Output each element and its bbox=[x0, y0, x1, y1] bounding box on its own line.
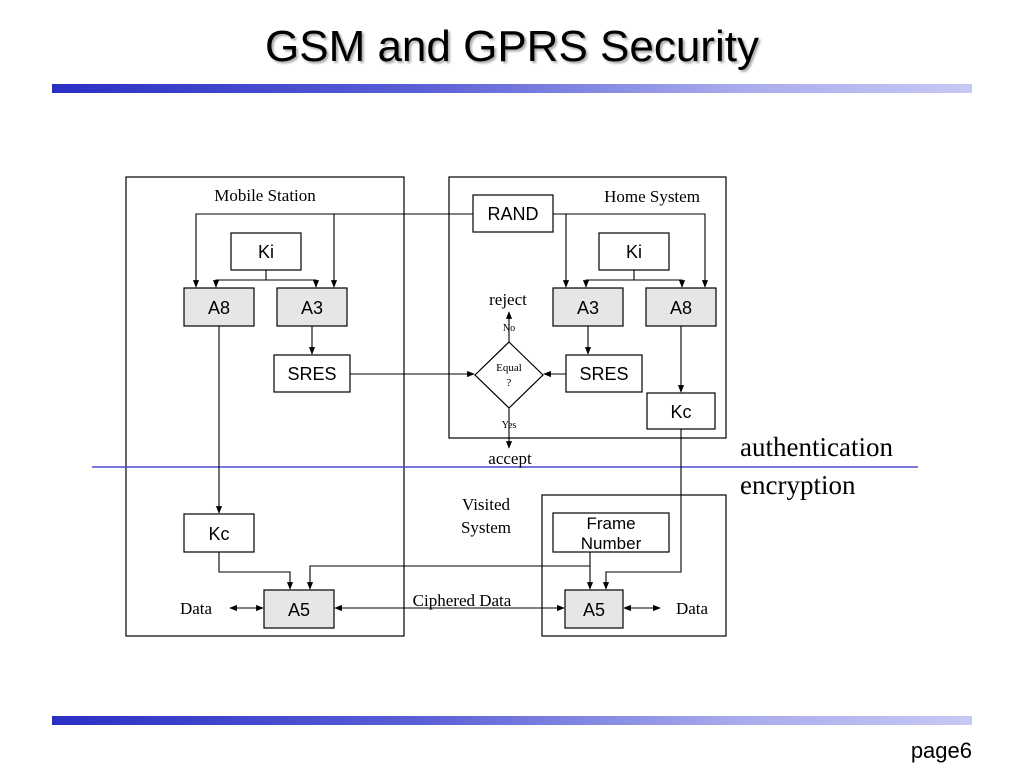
mobile-station-frame bbox=[125, 176, 405, 637]
hs-a8-box bbox=[645, 287, 717, 327]
page-number: page6 bbox=[910, 738, 972, 763]
frame-number-to-ms-a5 bbox=[306, 552, 591, 590]
hs-a3-box bbox=[552, 287, 624, 327]
hs-kc-box bbox=[646, 392, 716, 430]
vs-a5-label: A5 bbox=[583, 600, 605, 620]
ms-a5-box bbox=[263, 589, 335, 629]
rand-label: RAND bbox=[487, 204, 538, 224]
equal-label-2: ? bbox=[507, 377, 512, 389]
equal-label-1: Equal bbox=[496, 362, 522, 374]
vs-a5-box bbox=[564, 589, 624, 629]
ms-a3-label: A3 bbox=[301, 298, 323, 318]
encryption-label: encryption bbox=[740, 470, 856, 500]
hs-ki-box bbox=[598, 232, 670, 271]
hs-ki-label: Ki bbox=[626, 242, 642, 262]
ms-sres-label: SRES bbox=[287, 364, 336, 384]
ms-ki-to-a8 bbox=[212, 270, 267, 288]
hs-kc-to-vs-a5 bbox=[602, 429, 682, 590]
mobile-station-label: Mobile Station bbox=[214, 186, 316, 205]
ms-a8-label: A8 bbox=[208, 298, 230, 318]
hs-sres-box bbox=[565, 354, 643, 393]
ms-data-label: Data bbox=[180, 599, 213, 618]
frame-number-label-1: Frame bbox=[586, 514, 635, 533]
visited-system-label-1: Visited bbox=[462, 495, 511, 514]
slide-title: GSM and GPRS Security bbox=[265, 22, 759, 71]
authentication-label: authentication bbox=[740, 432, 893, 462]
rand-box bbox=[472, 194, 554, 233]
frame-number-box bbox=[552, 512, 670, 553]
hs-ki-to-a8 bbox=[634, 279, 686, 288]
ms-sres-box bbox=[273, 354, 351, 393]
ms-kc-box bbox=[183, 513, 255, 553]
top-divider-bar bbox=[52, 84, 972, 93]
hs-a3-label: A3 bbox=[577, 298, 599, 318]
hs-sres-label: SRES bbox=[579, 364, 628, 384]
equal-decision-diamond bbox=[474, 341, 544, 409]
ms-ki-label: Ki bbox=[258, 242, 274, 262]
rand-to-ms-a8 bbox=[192, 213, 473, 288]
vs-data-label: Data bbox=[676, 599, 709, 618]
ms-a3-box bbox=[276, 287, 348, 327]
frame-number-label-2: Number bbox=[581, 534, 642, 553]
bottom-divider-bar bbox=[52, 716, 972, 725]
ciphered-data-label: Ciphered Data bbox=[413, 591, 512, 610]
rand-to-hs-a8 bbox=[553, 213, 709, 288]
ms-kc-label: Kc bbox=[208, 524, 229, 544]
ms-a8-box bbox=[183, 287, 255, 327]
connector-lines bbox=[192, 213, 709, 612]
ms-ki-to-a3 bbox=[266, 279, 320, 288]
ms-a5-label: A5 bbox=[288, 600, 310, 620]
accept-label: accept bbox=[488, 449, 532, 468]
hs-ki-to-a3 bbox=[582, 270, 635, 288]
ms-kc-to-a5 bbox=[218, 552, 294, 590]
visited-system-label-2: System bbox=[461, 518, 511, 537]
reject-label: reject bbox=[489, 290, 527, 309]
home-system-label: Home System bbox=[604, 187, 700, 206]
ms-ki-box bbox=[230, 232, 302, 271]
hs-a8-label: A8 bbox=[670, 298, 692, 318]
home-system-frame bbox=[448, 176, 727, 439]
hs-kc-label: Kc bbox=[670, 402, 691, 422]
